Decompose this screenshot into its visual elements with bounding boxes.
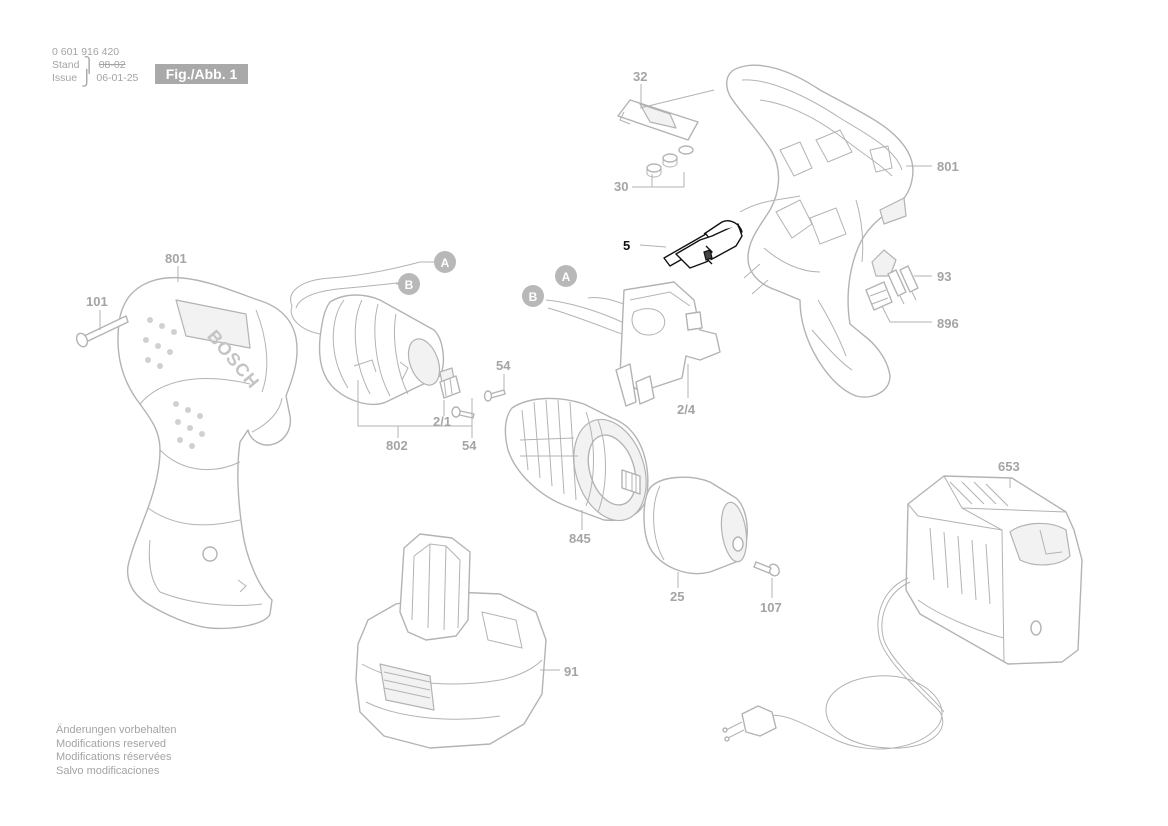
badge-b-switch: B	[522, 285, 544, 307]
badge-b-switch-label: B	[529, 290, 538, 304]
note-de: Änderungen vorbehalten	[56, 724, 177, 736]
badge-a-switch-label: A	[562, 270, 571, 284]
cover-32-drawing	[617, 99, 699, 141]
wire-motor-b	[295, 281, 405, 309]
issue-row: Issue ⎭ 06-01-25	[52, 70, 139, 87]
wire-switch-b2	[547, 307, 623, 335]
leader-lines	[99, 84, 1011, 671]
issue-value: 06-01-25	[96, 72, 139, 84]
note-fr: Modifications réservées	[56, 751, 172, 763]
callout-845: 845	[569, 531, 591, 546]
chuck-drawing	[643, 476, 748, 575]
callout-54-top: 54	[496, 358, 511, 373]
callout-93: 93	[937, 269, 951, 284]
drill-body-drawing: BOSCH	[117, 276, 298, 630]
badge-a-motor: A	[434, 251, 456, 273]
battery-drawing	[355, 533, 547, 749]
document-header: 0 601 916 420 Stand ⎫ 08-02 Issue ⎭ 06-0…	[52, 46, 139, 87]
badge-b-motor: B	[398, 273, 420, 295]
screw-54-bottom-drawing	[451, 406, 475, 419]
callout-5: 5	[623, 238, 630, 253]
highlighted-part-5-drawing	[663, 220, 743, 269]
stand-label: Stand	[52, 59, 80, 71]
screw-101-drawing	[75, 315, 129, 348]
charger-drawing	[905, 475, 1083, 665]
callout-896: 896	[937, 316, 959, 331]
gearbox-drawing	[504, 397, 649, 522]
screw-107-drawing	[753, 561, 780, 577]
callout-32: 32	[633, 69, 647, 84]
badge-a-motor-label: A	[441, 256, 450, 270]
badge-b-motor-label: B	[405, 278, 414, 292]
wire-motor-loop	[290, 305, 321, 335]
callout-801-housing: 801	[937, 159, 959, 174]
brace-icon: ⎭	[81, 70, 93, 87]
badge-a-switch: A	[555, 265, 577, 287]
callout-101: 101	[86, 294, 108, 309]
pinion-drawing	[439, 375, 461, 399]
charger-cord-2	[881, 581, 945, 713]
note-en: Modifications reserved	[56, 737, 167, 750]
callout-653: 653	[998, 459, 1020, 474]
note-es: Salvo modificaciones	[56, 764, 160, 777]
issue-label: Issue	[52, 72, 78, 84]
parts-30-drawing	[646, 145, 694, 178]
callout-25: 25	[670, 589, 684, 604]
footer-notes: Änderungen vorbehalten Modifications res…	[56, 724, 176, 778]
brace-icon: ⎫	[83, 57, 95, 74]
callout-54-bottom: 54	[462, 438, 477, 453]
callout-107: 107	[760, 600, 782, 615]
wire-motor-a	[290, 261, 421, 307]
wire-switch-a	[587, 297, 625, 305]
figure-badge: Fig./Abb. 1	[155, 64, 248, 84]
wire-switch-b	[545, 299, 623, 323]
stand-value: 08-02	[98, 59, 126, 71]
callout-802: 802	[386, 438, 408, 453]
clip-896-drawing	[865, 281, 893, 311]
motor-drawing	[318, 294, 457, 406]
callout-2-1: 2/1	[433, 414, 451, 429]
callout-801-drill: 801	[165, 251, 187, 266]
plug-drawing	[722, 705, 777, 742]
callout-30: 30	[614, 179, 628, 194]
housing-half-drawing	[726, 64, 914, 398]
switch-drawing	[615, 281, 721, 407]
callout-2-4: 2/4	[677, 402, 696, 417]
part-number: 0 601 916 420	[52, 46, 120, 58]
callout-91: 91	[564, 664, 578, 679]
bits-93-drawing	[887, 265, 919, 305]
charger-cord	[765, 577, 944, 750]
screw-54-top-drawing	[483, 389, 506, 402]
stand-row: Stand ⎫ 08-02	[52, 57, 138, 74]
